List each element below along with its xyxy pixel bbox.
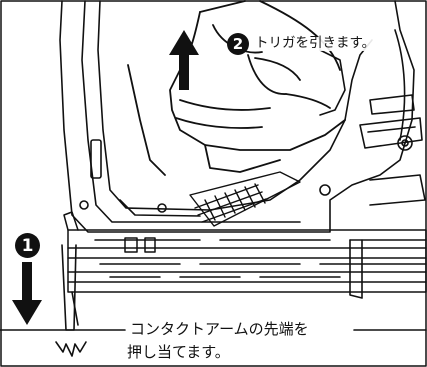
screw (79, 200, 89, 210)
hand (127, 0, 346, 176)
step-2-label: トリガを引きます。 (253, 35, 378, 51)
down-arrow-icon (12, 262, 42, 325)
step-1-badge: 1 (15, 233, 40, 258)
step-2-badge: 2 (227, 33, 249, 55)
magazine (63, 211, 427, 293)
screw (157, 203, 167, 213)
vent-slots (189, 171, 301, 227)
caption-line-2: 押し当てます。 (127, 343, 230, 361)
caption-line-1: コンタクトアームの先端を (127, 322, 312, 337)
up-arrow-icon (169, 30, 199, 90)
impact-mark (55, 341, 87, 357)
